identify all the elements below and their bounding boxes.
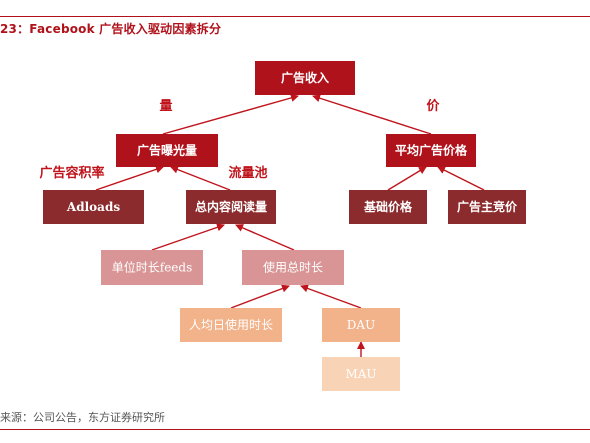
edges — [95, 94, 485, 357]
edge-contentreads-to-impressions — [170, 165, 231, 191]
node-dau: DAU — [322, 308, 400, 342]
node-total-usage-time-label: 使用总时长 — [263, 260, 323, 275]
node-avg-daily-usage: 人均日使用时长 — [180, 308, 282, 342]
node-avg-daily-usage-label: 人均日使用时长 — [189, 317, 273, 332]
figure-title: 23：Facebook 广告收入驱动因素拆分 — [0, 22, 222, 36]
node-adloads-label: Adloads — [66, 200, 120, 214]
node-avg-price: 平均广告价格 — [386, 134, 476, 167]
node-impressions-label: 广告曝光量 — [137, 143, 197, 158]
bottom-rule — [0, 429, 590, 430]
edge-usagetime-to-contentreads — [235, 224, 295, 251]
edge-label-ad-load-rate: 广告容积率 — [39, 165, 104, 181]
edge-dau-to-usagetime — [300, 284, 362, 309]
edge-label-price: 价 — [426, 99, 440, 114]
node-base-price-label: 基础价格 — [363, 199, 413, 214]
node-total-usage-time: 使用总时长 — [242, 250, 344, 285]
node-time-per-feed-label: 单位时长feeds — [112, 260, 193, 275]
edge-adloads-to-impressions — [95, 165, 164, 191]
node-revenue-label: 广告收入 — [281, 70, 329, 85]
node-mau: MAU — [322, 357, 400, 391]
edge-competitive-to-avgprice — [437, 166, 485, 191]
edge-label-volume: 量 — [159, 99, 172, 114]
node-adloads: Adloads — [43, 190, 144, 224]
edge-label-traffic-pool: 流量池 — [228, 165, 267, 181]
node-avg-price-label: 平均广告价格 — [395, 143, 468, 158]
node-competitive-price-label: 广告主竞价 — [457, 199, 518, 214]
edge-timeperfeed-to-contentreads — [151, 223, 225, 251]
edge-impressions-to-revenue — [162, 94, 299, 135]
node-impressions: 广告曝光量 — [116, 134, 218, 167]
node-revenue: 广告收入 — [255, 61, 355, 95]
node-base-price: 基础价格 — [349, 190, 427, 224]
edge-baseprice-to-avgprice — [387, 166, 427, 191]
node-dau-label: DAU — [347, 318, 375, 332]
node-total-content-reads: 总内容阅读量 — [186, 190, 276, 224]
edge-avgdaily-to-usagetime — [230, 284, 290, 309]
node-total-content-reads-label: 总内容阅读量 — [195, 199, 267, 214]
node-mau-label: MAU — [345, 367, 376, 381]
node-time-per-feed: 单位时长feeds — [101, 250, 203, 285]
edge-avgprice-to-revenue — [312, 94, 432, 135]
top-rule — [0, 16, 590, 17]
node-competitive-price: 广告主竞价 — [448, 190, 526, 224]
source-note: 来源：公司公告，东方证券研究所 — [0, 411, 165, 424]
